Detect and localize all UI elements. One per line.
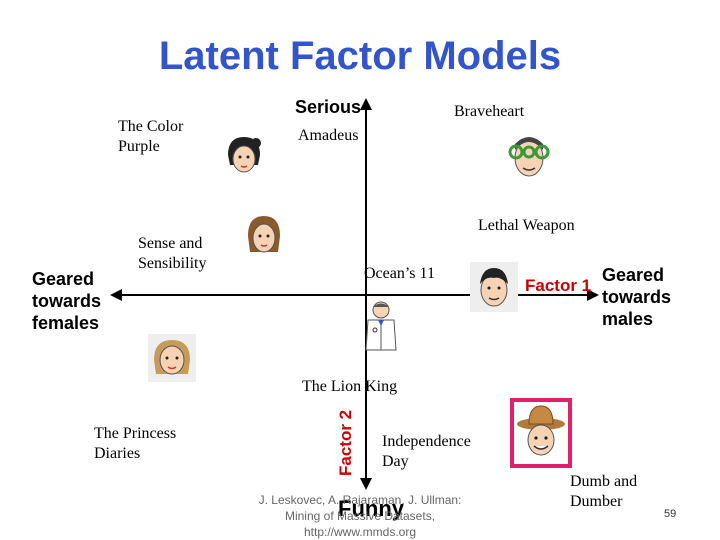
movie-lion-king: The Lion King <box>302 378 398 395</box>
movie-dumb-and-dumber: Dumb and Dumber <box>570 473 638 510</box>
factor2-label: Factor 2 <box>336 409 355 476</box>
serious-label: Serious <box>295 97 362 117</box>
females-label: Geared towards females <box>32 269 102 333</box>
woman-icon <box>228 137 261 173</box>
cowboy-icon <box>517 405 565 456</box>
woman-icon <box>248 216 280 253</box>
movie-sense-and-sensibility: Sense and Sensibility <box>138 235 207 272</box>
males-label: Geared towards males <box>602 265 672 329</box>
citation: J. Leskovec, A. Rajaraman, J. Ullman: Mi… <box>258 493 462 539</box>
movie-amadeus: Amadeus <box>298 127 359 144</box>
funny-label: Funny <box>338 496 404 521</box>
movie-color-purple: The Color Purple <box>118 118 184 155</box>
doctor-icon <box>365 301 397 351</box>
girl-icon <box>148 334 196 382</box>
movie-princess-diaries: The Princess Diaries <box>94 425 177 462</box>
factor1-label: Factor 1 <box>525 276 592 295</box>
movie-lethal-weapon: Lethal Weapon <box>478 217 575 234</box>
slide-title: Latent Factor Models <box>158 34 562 78</box>
highlighted-user-box <box>510 398 572 468</box>
man-with-glasses-icon <box>508 137 550 177</box>
movie-oceans-11: Ocean’s 11 <box>364 265 435 282</box>
movie-braveheart: Braveheart <box>454 103 525 120</box>
page-number: 59 <box>664 508 677 520</box>
man-icon <box>470 262 518 312</box>
movie-independence-day: Independence Day <box>382 433 471 470</box>
